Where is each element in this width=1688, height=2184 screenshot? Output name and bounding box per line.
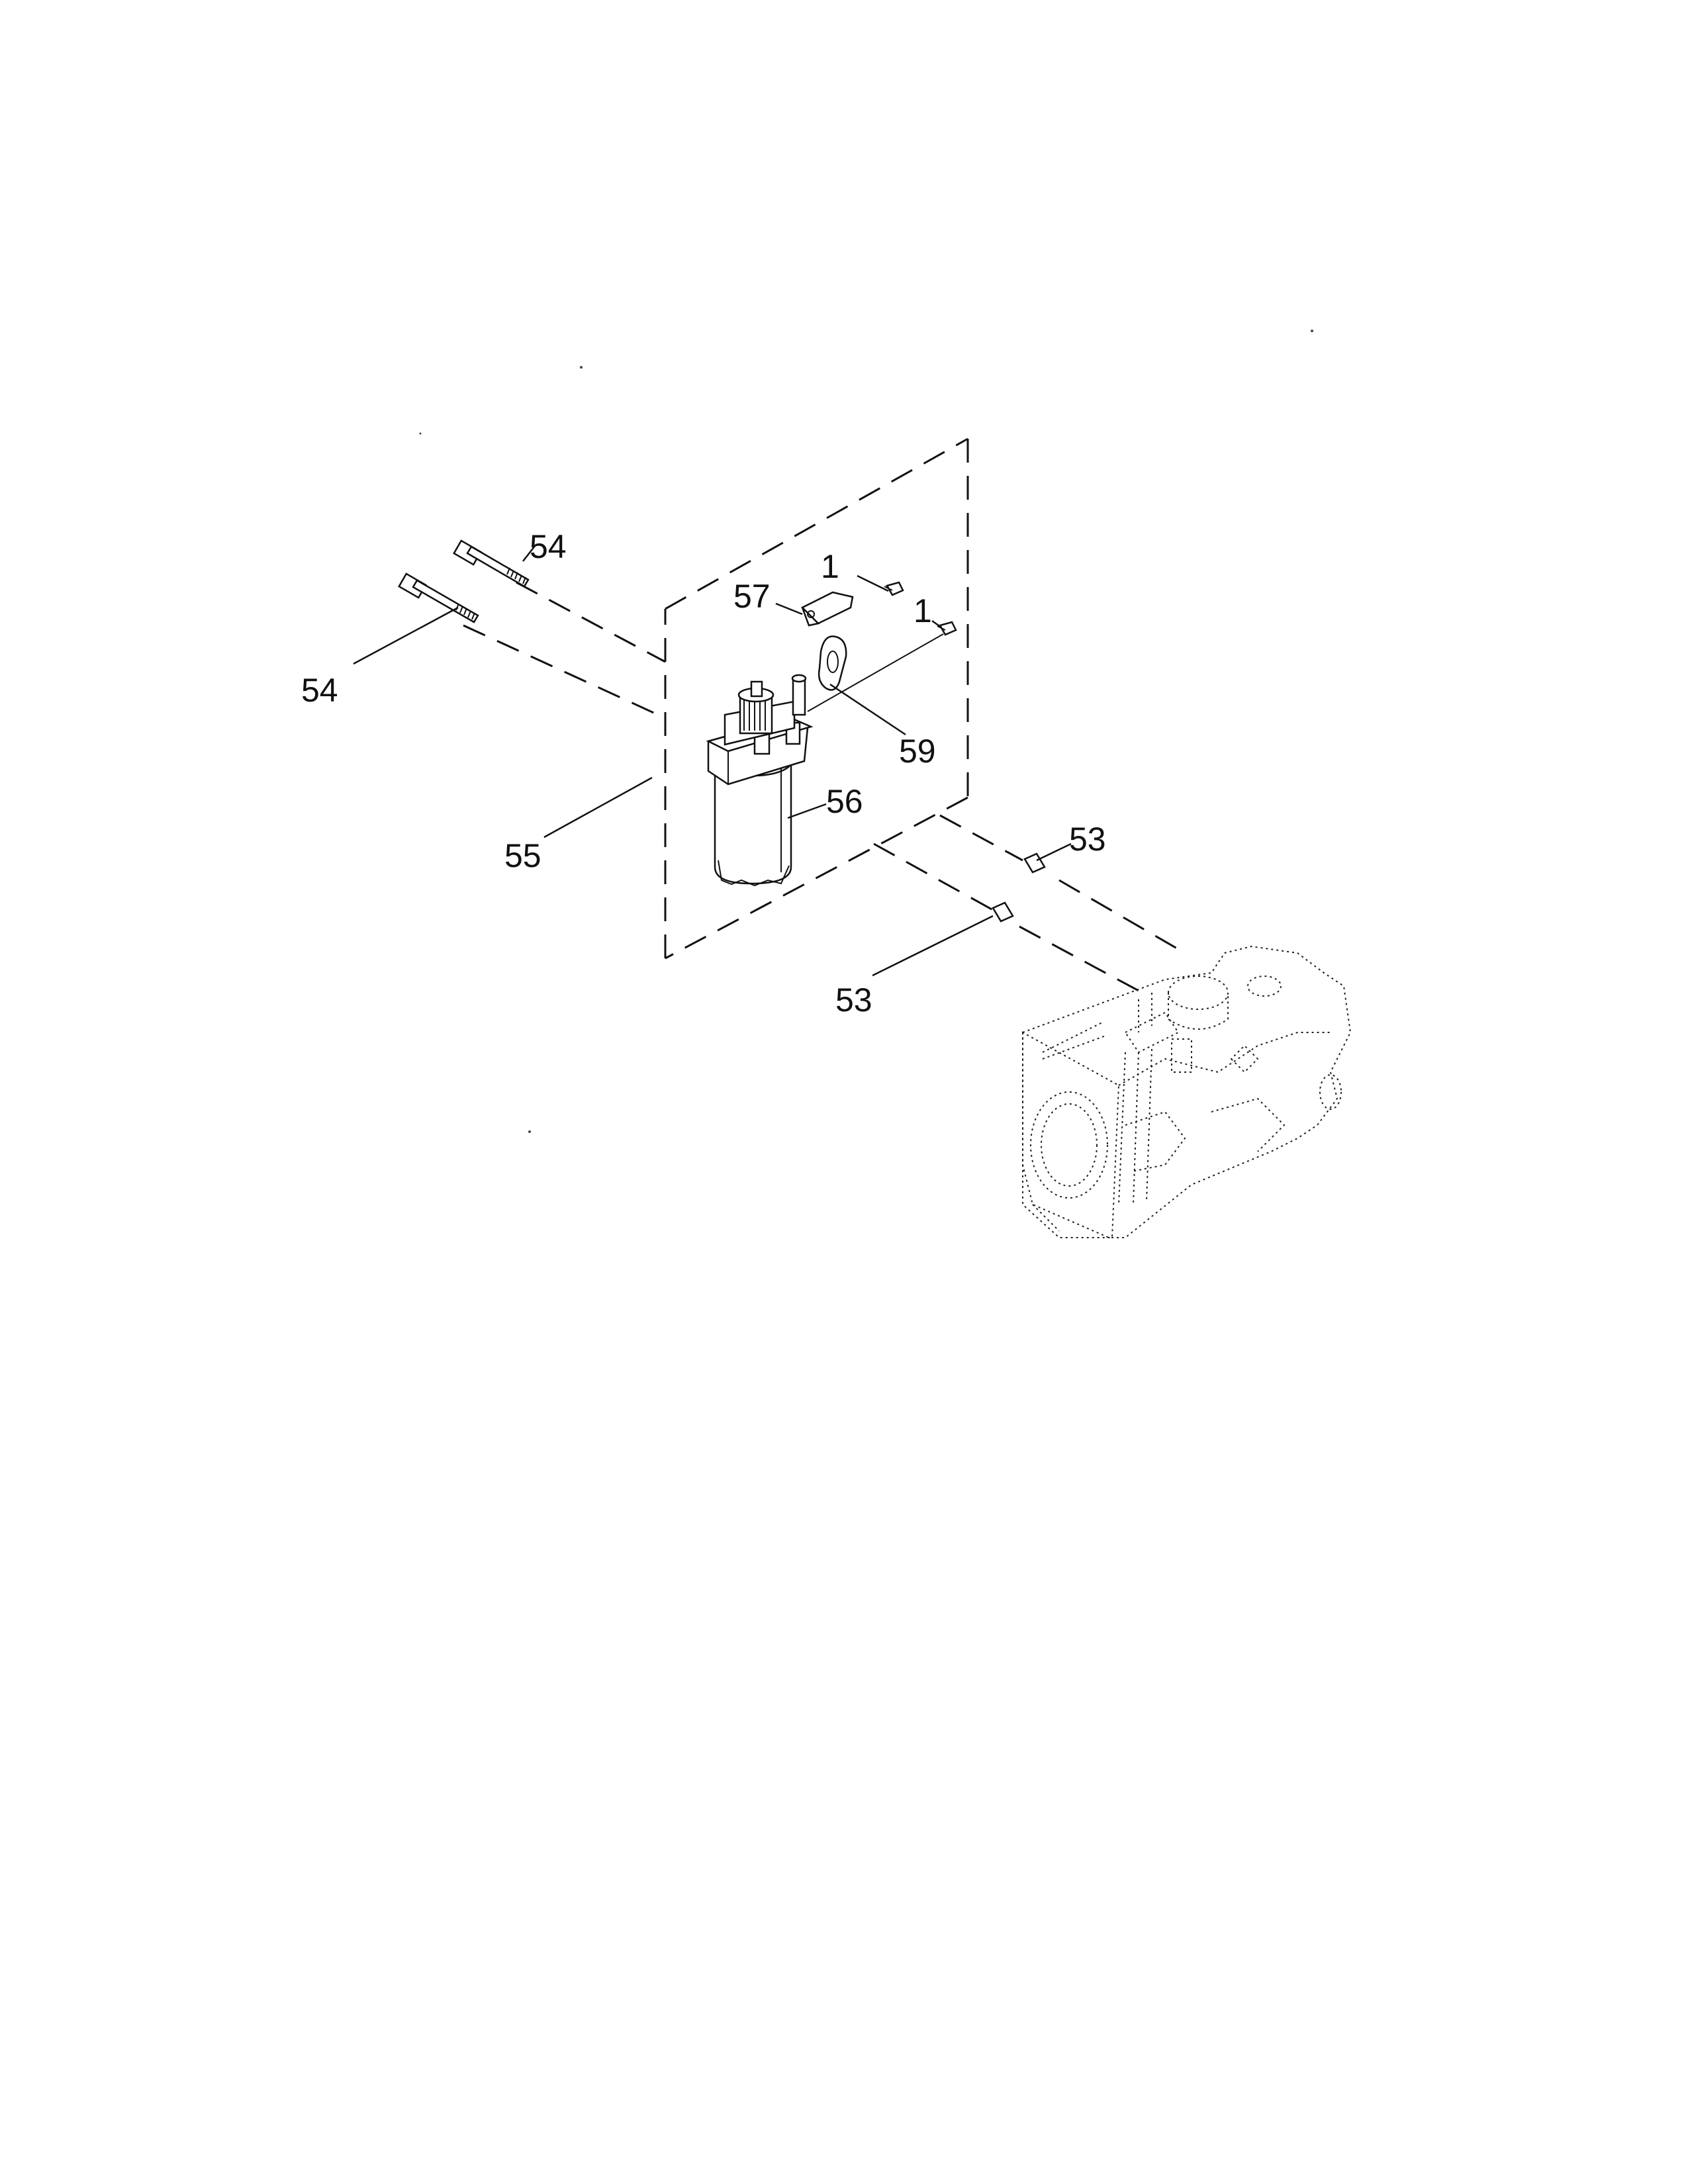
dowel-53-lower [992,901,1014,923]
callout-57: 57 [733,578,771,615]
callout-56: 56 [826,783,863,820]
callout-59: 59 [899,733,936,770]
bolt-54-upper [453,539,530,588]
callout-54-lower: 54 [301,672,338,709]
alignment-lines [463,581,1186,997]
starter-motor-56 [706,674,814,887]
leader-lines [353,545,1072,977]
callout-1-right: 1 [914,592,932,629]
callout-53-lower: 53 [835,981,872,1019]
callout-54-upper: 54 [530,528,567,565]
engine-block [1022,945,1352,1238]
bracket-57 [800,591,854,627]
screw-1-right [937,621,957,636]
bolt-54-lower [398,572,479,623]
plate-59 [818,635,847,691]
assembly-boundary [664,437,969,960]
callout-53-upper: 53 [1069,821,1106,858]
callout-labels: 54 54 1 57 1 59 56 55 53 53 [301,528,1106,1019]
dowel-53-upper [1023,852,1046,874]
screw-1-upper [884,581,904,596]
callout-55: 55 [504,837,541,874]
scan-specks [419,330,1313,1133]
callout-1-upper: 1 [821,548,839,585]
